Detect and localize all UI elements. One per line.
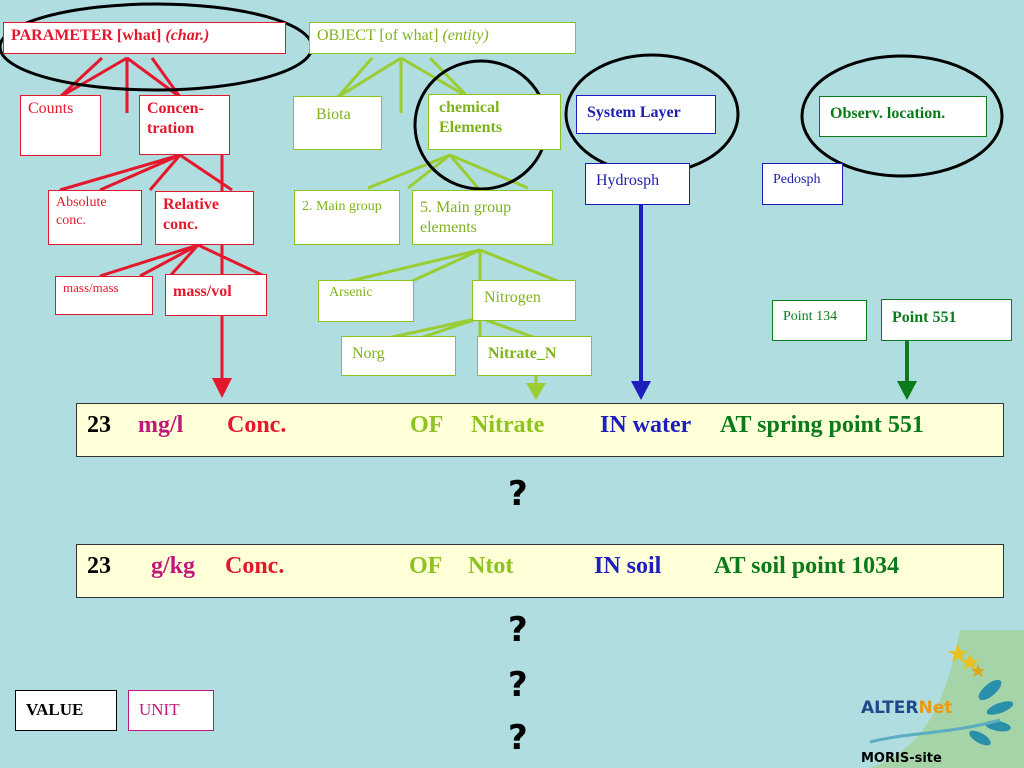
logo-name-b: Net (918, 698, 953, 718)
red-arrow-head (212, 378, 232, 398)
question-mark-1: ? (508, 474, 528, 514)
moris-site-label: MORIS-site (861, 751, 942, 766)
norg-node: Norg (341, 336, 456, 376)
green-arrow-head (526, 383, 546, 400)
parameter-header-text: PARAMETER [what] (11, 27, 162, 44)
object-tree-lines (336, 56, 561, 384)
mass-vol-node: mass/vol (165, 274, 267, 316)
observ-location-node: Observ. location. (819, 96, 987, 137)
row2-of: OF (409, 553, 443, 579)
point-551-node: Point 551 (881, 299, 1012, 341)
main-group-5-node: 5. Main group elements (412, 190, 553, 245)
legend-unit: UNIT (128, 690, 214, 731)
biota-node: Biota (293, 96, 382, 150)
row2-at: AT soil point 1034 (714, 553, 900, 579)
logo-name-a: ALTER (861, 698, 919, 718)
alternet-logo-text: ALTERNet (861, 698, 952, 718)
row2-in: IN soil (594, 553, 662, 579)
question-mark-3: ? (508, 665, 528, 705)
row1-in: IN water (600, 412, 692, 438)
row2-param: Conc. (225, 553, 285, 579)
relative-conc-node: Relative conc. (155, 191, 254, 245)
row1-object: Nitrate (471, 412, 545, 438)
blue-arrow-head (631, 381, 651, 400)
nitrate-n-node: Nitrate_N (477, 336, 592, 376)
chemical-elements-node: chemical Elements (428, 94, 561, 150)
hydrosph-node: Hydrosph (585, 163, 690, 205)
row2-object: Ntot (468, 553, 514, 579)
row2-value: 23 (87, 553, 111, 579)
question-mark-4: ? (508, 718, 528, 758)
statement-row-1: 23 mg/l Conc. OF Nitrate IN water AT spr… (76, 403, 1004, 457)
counts-node: Counts (20, 95, 101, 156)
alternet-logo-graphic (869, 630, 1024, 768)
object-header: OBJECT [of what] (entity) (309, 22, 576, 54)
row1-of: OF (410, 412, 444, 438)
mass-mass-node: mass/mass (55, 276, 153, 315)
row1-at: AT spring point 551 (720, 412, 924, 438)
nitrogen-node: Nitrogen (472, 280, 576, 321)
parameter-header-italic: (char.) (165, 27, 210, 44)
object-header-text: OBJECT [of what] (317, 27, 439, 44)
row1-value: 23 (87, 412, 111, 438)
row1-unit: mg/l (138, 412, 184, 438)
pedosph-node: Pedosph (762, 163, 843, 205)
system-layer-node: System Layer (576, 95, 716, 134)
parameter-header: PARAMETER [what] (char.) (3, 22, 286, 54)
arsenic-node: Arsenic (318, 280, 414, 322)
legend-value: VALUE (15, 690, 117, 731)
row1-param: Conc. (227, 412, 287, 438)
question-mark-2: ? (508, 610, 528, 650)
point-134-node: Point 134 (772, 300, 867, 341)
main-group-2-node: 2. Main group (294, 190, 400, 245)
row2-unit: g/kg (151, 553, 196, 579)
concentration-node: Concen-tration (139, 95, 230, 155)
object-header-italic: (entity) (442, 27, 489, 44)
darkgreen-arrow-head (897, 381, 917, 400)
statement-row-2: 23 g/kg Conc. OF Ntot IN soil AT soil po… (76, 544, 1004, 598)
absolute-conc-node: Absolute conc. (48, 190, 142, 245)
